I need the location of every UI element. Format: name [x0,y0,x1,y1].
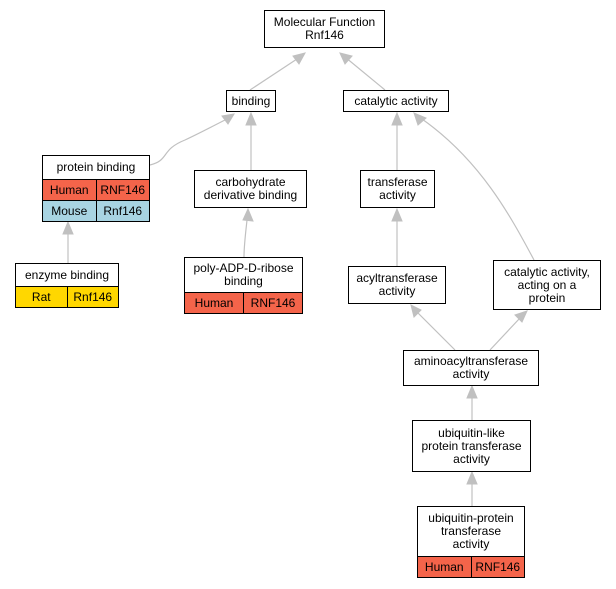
species-cell: Human [185,293,243,313]
arrow-ubl-to-aminoacyl [466,384,478,399]
gene-cell: RNF146 [95,180,149,200]
node-carbohydrate-derivative-binding[interactable]: carbohydrate derivative binding [194,170,307,208]
node-label-line: protein [528,290,566,305]
node-label-line: activity [453,451,490,466]
node-label-line: catalytic activity [354,93,438,108]
node-label-line: derivative binding [203,188,298,202]
gene-cell: RNF146 [470,557,524,577]
arrow-enzyme-to-protein-binding [62,220,74,235]
arrow-ubp-to-ubl [466,470,478,485]
node-transferase-activity[interactable]: transferase activity [360,170,435,208]
species-row: Human RNF146 [185,292,302,313]
gene-cell: Rnf146 [95,201,149,221]
node-label-line: enzyme binding [24,267,110,282]
edge-catalytic-to-mf [344,56,386,91]
gene-cell: RNF146 [243,293,302,313]
node-ubiquitin-like-protein-transferase-activity[interactable]: ubiquitin-like protein transferase activ… [412,420,531,472]
node-label-line: binding [224,274,263,288]
arrow-aminoacyl-to-catprotein [514,310,528,323]
node-label-line: carbohydrate [215,175,286,189]
edge-protein-binding-to-binding [149,119,226,166]
edge-padr-to-carb [243,219,248,258]
node-label-line: transferase [367,175,428,189]
node-label-line: activity [452,367,490,381]
species-cell: Rat [16,287,67,307]
node-label-line: binding [231,93,271,108]
species-row: Human RNF146 [43,179,149,200]
edge-binding-to-mf [249,56,301,91]
edge-catprotein-to-catalytic [421,118,535,261]
arrow-binding-to-mf [292,52,306,65]
species-cell: Mouse [43,201,96,221]
node-label-line: protein binding [56,160,136,174]
species-row: Mouse Rnf146 [43,200,149,221]
node-label-line: poly-ADP-D-ribose [193,261,294,275]
edge-aminoacyl-to-catprotein [489,317,521,351]
node-molecular-function[interactable]: Molecular Function Rnf146 [264,10,385,48]
node-label-line: aminoacyltransferase [413,354,529,368]
node-catalytic-activity[interactable]: catalytic activity [343,90,449,112]
species-row: Human RNF146 [418,556,524,577]
node-catalytic-activity-acting-on-protein[interactable]: catalytic activity, acting on a protein [493,260,601,310]
node-poly-adp-d-ribose-binding[interactable]: poly-ADP-D-ribose binding Human RNF146 [184,257,303,314]
node-label-line: acyltransferase [356,271,438,285]
species-cell: Human [43,180,96,200]
arrow-catprotein-to-catalytic [413,112,427,126]
node-acyltransferase-activity[interactable]: acyltransferase activity [348,266,446,304]
node-binding[interactable]: binding [226,90,276,112]
arrow-catalytic-to-mf [339,52,353,65]
node-enzyme-binding[interactable]: enzyme binding Rat Rnf146 [15,263,119,308]
node-protein-binding[interactable]: protein binding Human RNF146 Mouse Rnf14… [42,155,150,222]
species-row: Rat Rnf146 [16,286,118,307]
node-label-line: activity [452,537,490,551]
node-label-line: activity [379,188,416,202]
arrow-padr-to-carb [242,207,254,222]
node-label-line: acting on a [517,277,577,292]
edge-aminoacyl-to-acyl [416,311,456,351]
arrow-aminoacyl-to-acyl [410,304,422,318]
node-label-line: catalytic activity, [504,264,590,279]
species-cell: Human [418,557,471,577]
arrow-transferase-to-catalytic [391,111,403,126]
node-label-line: transferase [440,524,501,538]
gene-cell: Rnf146 [66,287,118,307]
node-ubiquitin-protein-transferase-activity[interactable]: ubiquitin-protein transferase activity H… [417,506,525,578]
arrow-carb-to-binding [245,111,257,126]
node-aminoacyltransferase-activity[interactable]: aminoacyltransferase activity [403,350,539,386]
arrow-protein-binding-to-binding [221,113,235,125]
node-label-line: ubiquitin-like [438,425,505,440]
node-label-line: Molecular Function [273,15,376,29]
node-label-line: activity [378,284,416,298]
arrow-acyl-to-transferase [391,207,403,222]
node-label-line: protein transferase [421,438,522,453]
node-label-line: Rnf146 [305,28,344,42]
node-label-line: ubiquitin-protein [428,511,514,525]
